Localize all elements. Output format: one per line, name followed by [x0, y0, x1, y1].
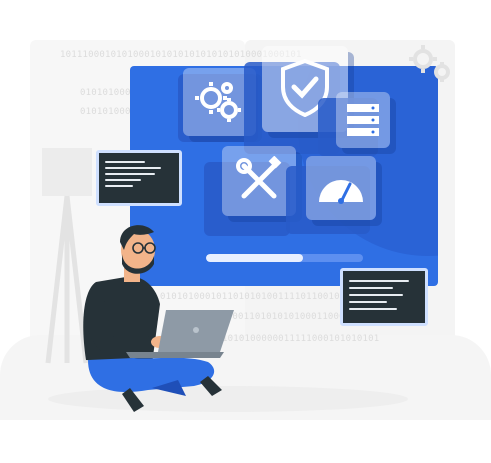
settings-gear-icon: [408, 44, 454, 88]
binary-text-row-2: 010101000: [80, 88, 131, 98]
terminal-line: [349, 308, 397, 310]
tile-gauge: [306, 156, 376, 220]
tile-tools-shadow: [204, 162, 290, 236]
tile-gears: [183, 68, 256, 136]
terminal-line: [349, 287, 393, 289]
progress-bar: [206, 254, 363, 262]
gears-icon: [193, 76, 247, 132]
terminal-line: [105, 179, 141, 181]
person-with-laptop: [74, 220, 244, 416]
tile-server: [336, 92, 390, 148]
tile-tools: [222, 146, 296, 216]
binary-text-row-5: 1010101010100011010101010001100010101010: [165, 312, 390, 322]
progress-bar-fill: [206, 254, 304, 262]
binary-text-row-1: 1011100010101000101010101010101010001000…: [60, 50, 302, 60]
binary-text-row-3: 010101000: [80, 107, 131, 117]
tools-icon: [234, 155, 284, 210]
terminal-window-right: [340, 268, 428, 326]
ground-shadow: [48, 386, 408, 412]
speedometer-icon: [316, 170, 366, 210]
server-rack-icon: [347, 104, 379, 140]
terminal-line: [349, 280, 409, 282]
shield-check-icon: [280, 58, 330, 121]
terminal-line: [105, 173, 155, 175]
terminal-line: [105, 185, 133, 187]
terminal-line: [105, 167, 161, 169]
terminal-line: [349, 294, 403, 296]
lamp: [38, 148, 98, 368]
binary-text-row-4: 0101010001011010101001111011001010001010…: [160, 292, 396, 302]
terminal-window-left: [96, 150, 182, 206]
binary-text-row-6: 1010100000011111000101010101: [222, 334, 380, 344]
terminal-line: [349, 301, 387, 303]
terminal-line: [105, 161, 145, 163]
